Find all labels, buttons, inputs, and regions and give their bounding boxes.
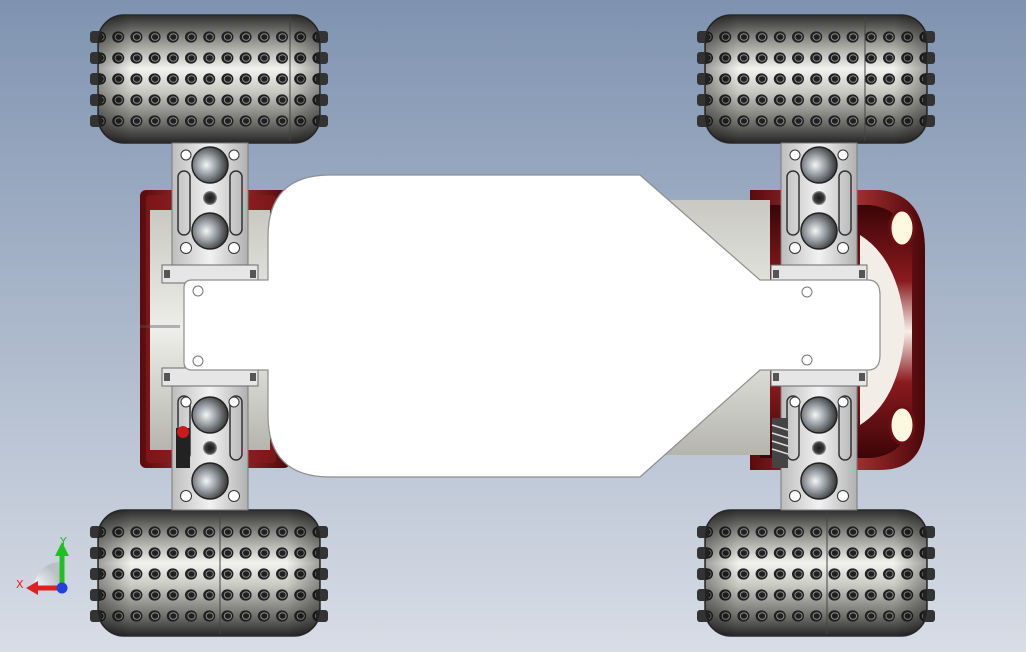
bracket-bearing-hole	[800, 212, 838, 250]
chassis-hole	[801, 286, 813, 298]
y-axis-label: Y	[59, 535, 67, 548]
x-axis-arrowhead	[26, 581, 38, 595]
bracket-bearing-hole	[191, 146, 229, 184]
bracket-bearing-hole	[191, 396, 229, 434]
bracket-bearing-hole	[800, 146, 838, 184]
x-axis-label: X	[16, 578, 24, 591]
axle-brackets	[161, 142, 868, 511]
z-axis-dot	[56, 582, 68, 594]
bracket-bearing-hole	[191, 462, 229, 500]
tire-front-right[interactable]	[697, 509, 935, 637]
shock-absorber-front	[771, 418, 789, 468]
chassis-hole	[801, 354, 813, 366]
axle-bracket-front-bottom[interactable]	[770, 367, 868, 511]
bracket-bearing-hole	[800, 396, 838, 434]
axle-bracket-rear-bottom[interactable]	[161, 367, 259, 511]
tires	[90, 14, 935, 637]
chassis-hole	[192, 355, 204, 367]
headlight-bottom-icon	[888, 405, 916, 445]
shock-absorber-rear	[176, 426, 190, 468]
chassis-hole	[192, 285, 204, 297]
y-axis-arrowhead	[55, 542, 69, 556]
bracket-bearing-hole	[191, 212, 229, 250]
axle-bracket-rear-top[interactable]	[161, 142, 259, 284]
tire-rear-left[interactable]	[90, 14, 328, 144]
chassis-plate[interactable]	[183, 174, 881, 478]
tire-front-left[interactable]	[697, 14, 935, 144]
axle-bracket-front-top[interactable]	[770, 142, 868, 284]
bracket-bearing-hole	[800, 462, 838, 500]
headlight-top-icon	[888, 208, 916, 248]
orientation-triad: Y X	[16, 535, 69, 595]
tire-rear-right[interactable]	[90, 509, 328, 637]
